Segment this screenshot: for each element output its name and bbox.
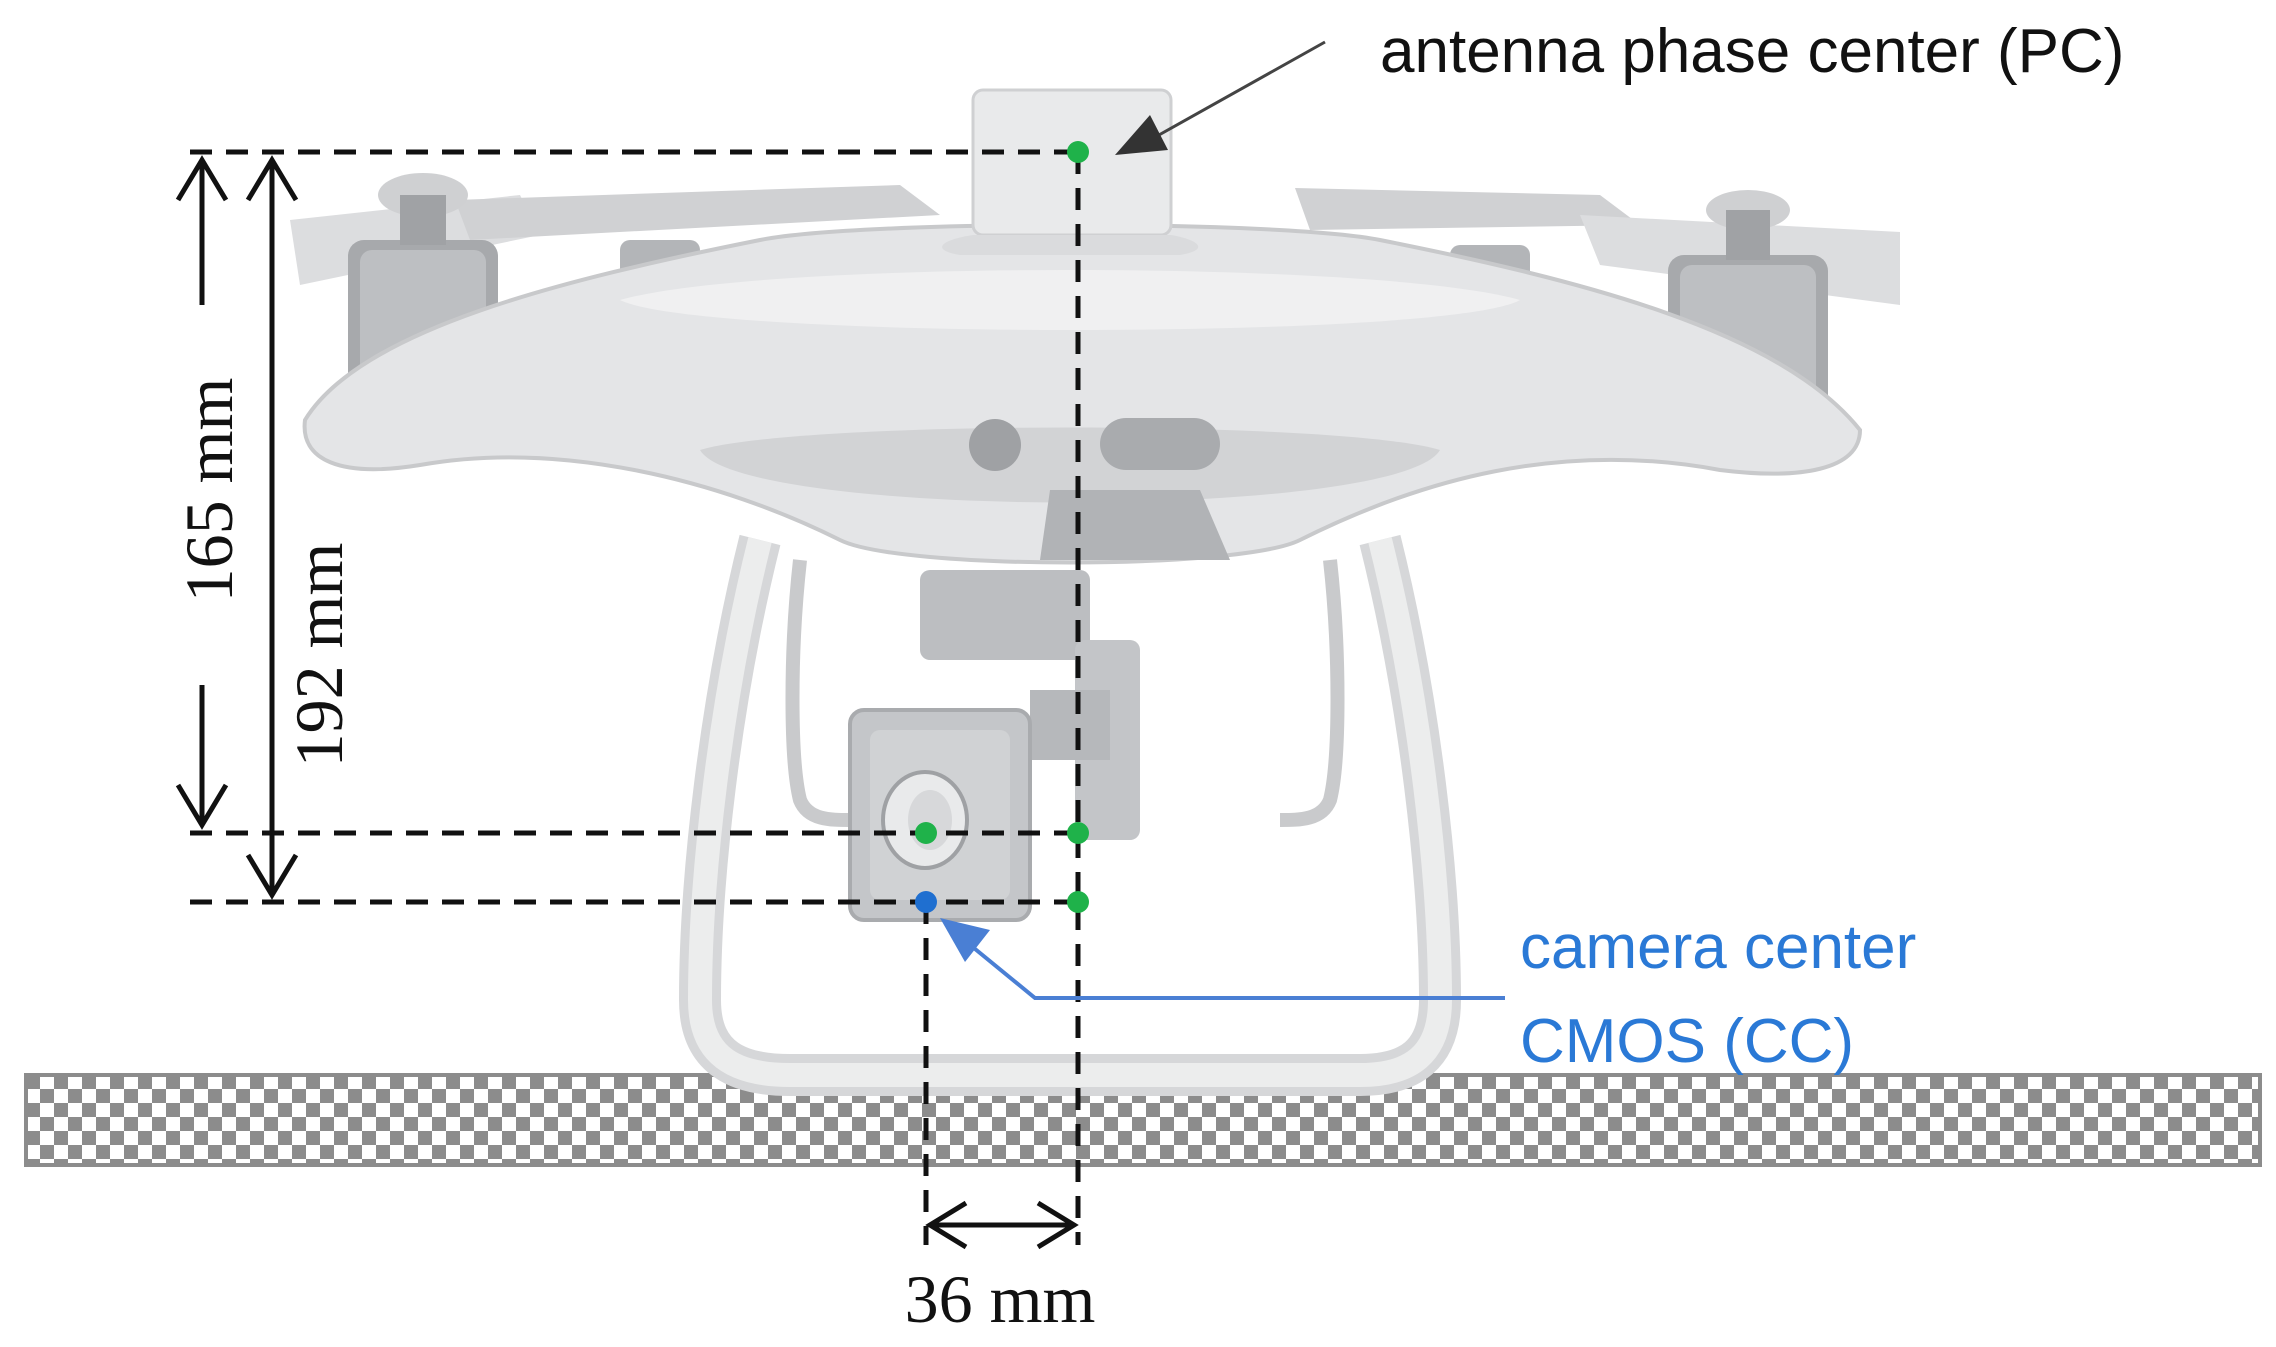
dimension-192	[245, 155, 299, 900]
dimension-165	[175, 155, 229, 830]
antenna-leader-arrow	[1115, 40, 1326, 155]
drone-icon	[290, 88, 1900, 1096]
dimension-165-label: 165 mm	[171, 378, 247, 603]
dimension-192-label: 192 mm	[281, 543, 357, 768]
antenna-phase-center-point	[1067, 141, 1089, 163]
key-points	[915, 141, 1089, 913]
pc-vertical-lens-point	[1067, 822, 1089, 844]
antenna-label: antenna phase center (PC)	[1380, 17, 2124, 86]
camera-leader-arrow	[940, 918, 1505, 1000]
pc-vertical-cc-point	[1067, 891, 1089, 913]
camera-label-line2: CMOS (CC)	[1520, 1007, 1854, 1076]
lens-point-green	[915, 822, 937, 844]
camera-label-line1: camera center	[1520, 913, 1916, 982]
dimension-36-label: 36 mm	[905, 1261, 1096, 1337]
dimension-36	[925, 1200, 1079, 1250]
camera-center-point	[915, 891, 937, 913]
